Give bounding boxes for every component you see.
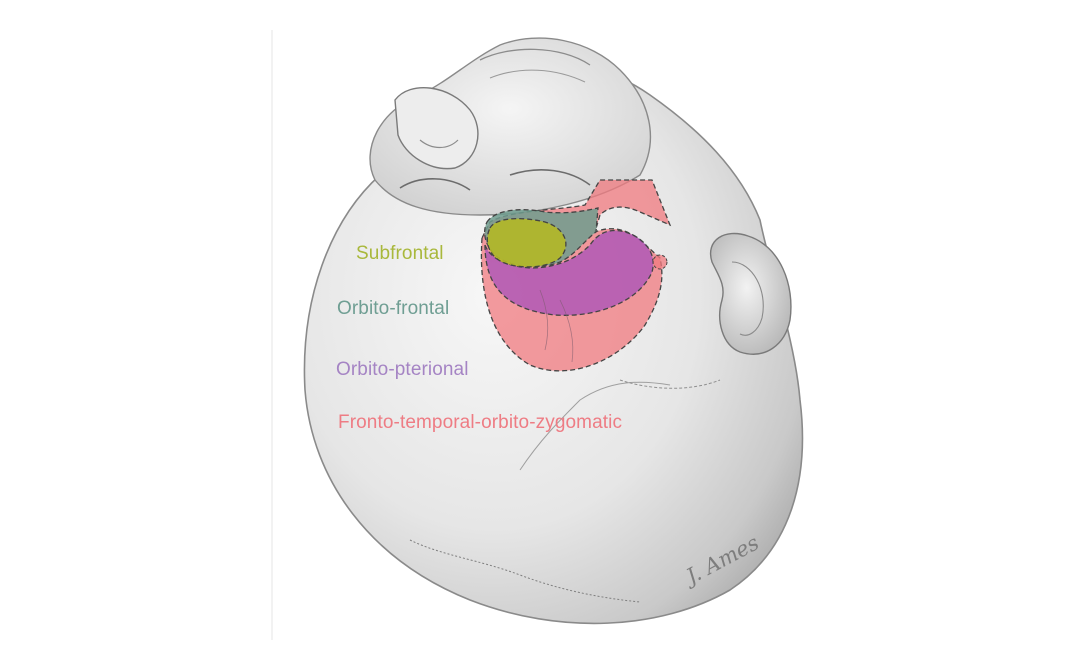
region-orbito-pterional (484, 229, 654, 316)
eye-right (509, 169, 591, 186)
label-subfrontal: Subfrontal (356, 243, 444, 264)
nose-shape (394, 86, 479, 170)
lips-lower (489, 69, 586, 83)
vessel-lines (539, 289, 574, 363)
ear-shape (709, 232, 792, 355)
eye-left (399, 178, 471, 191)
suture-lines (409, 539, 641, 603)
region-subfrontal (486, 217, 567, 268)
region-marker (652, 254, 668, 270)
nostril (419, 139, 459, 149)
label-orbito-frontal: Orbito-frontal (337, 298, 450, 319)
label-fronto-temporal-orbito-zygomatic: Fronto-temporal-orbito-zygomatic (338, 412, 623, 433)
lips (479, 48, 591, 66)
ear-inner (731, 261, 764, 336)
suture-lines-3 (619, 379, 721, 389)
label-orbito-pterional: Orbito-pterional (336, 359, 469, 380)
suture-lines-2 (519, 381, 671, 471)
